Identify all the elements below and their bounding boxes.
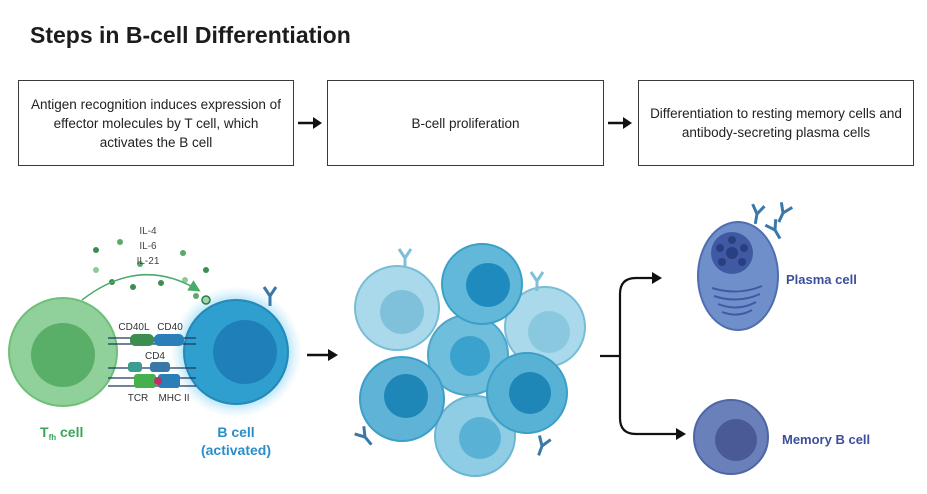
cd40l-label: CD40L	[118, 322, 150, 333]
arrow-right-icon	[298, 117, 322, 129]
tfh-cell-label: Tfh cell	[40, 424, 83, 442]
b-cell-nucleus	[213, 320, 277, 384]
step-box-differentiation: Differentiation to resting memory cells …	[638, 80, 914, 166]
cytokine-receptor-icon	[201, 295, 211, 305]
step-text: B-cell proliferation	[411, 115, 520, 131]
step-text: Differentiation to resting memory cells …	[650, 106, 902, 140]
b-cell-label: B cell	[217, 424, 254, 440]
cytokine-dots	[93, 239, 209, 299]
cytokine-label-il21: IL-21	[137, 256, 160, 267]
memory-b-cell-label: Memory B cell	[782, 432, 870, 447]
cytokine-label-il4: IL-4	[139, 226, 157, 237]
step-box-antigen-recognition: Antigen recognition induces expression o…	[18, 80, 294, 166]
step-box-proliferation: B-cell proliferation	[327, 80, 604, 166]
cd40-label: CD40	[157, 322, 183, 333]
cytokine-label-il6: IL-6	[139, 241, 157, 252]
branch-arrows	[600, 272, 686, 440]
plasma-cell-label: Plasma cell	[786, 272, 857, 287]
tcr-label: TCR	[128, 393, 149, 404]
mhc-label: MHC II	[158, 393, 189, 404]
plasma-cell	[697, 200, 794, 331]
page-title: Steps in B-cell Differentiation	[30, 22, 351, 48]
memory-b-cell-nucleus	[715, 419, 757, 461]
cd4-label: CD4	[145, 351, 165, 362]
arrow-right-icon	[307, 349, 338, 361]
synapse-molecules	[108, 334, 196, 388]
proliferating-b-cell-cluster	[353, 243, 586, 477]
cytokine-arrow	[81, 273, 201, 301]
b-cell-activated-label: (activated)	[201, 442, 271, 458]
step-text: Antigen recognition induces expression o…	[31, 96, 281, 150]
arrow-right-icon	[608, 117, 632, 129]
tfh-cell-nucleus	[31, 323, 95, 387]
